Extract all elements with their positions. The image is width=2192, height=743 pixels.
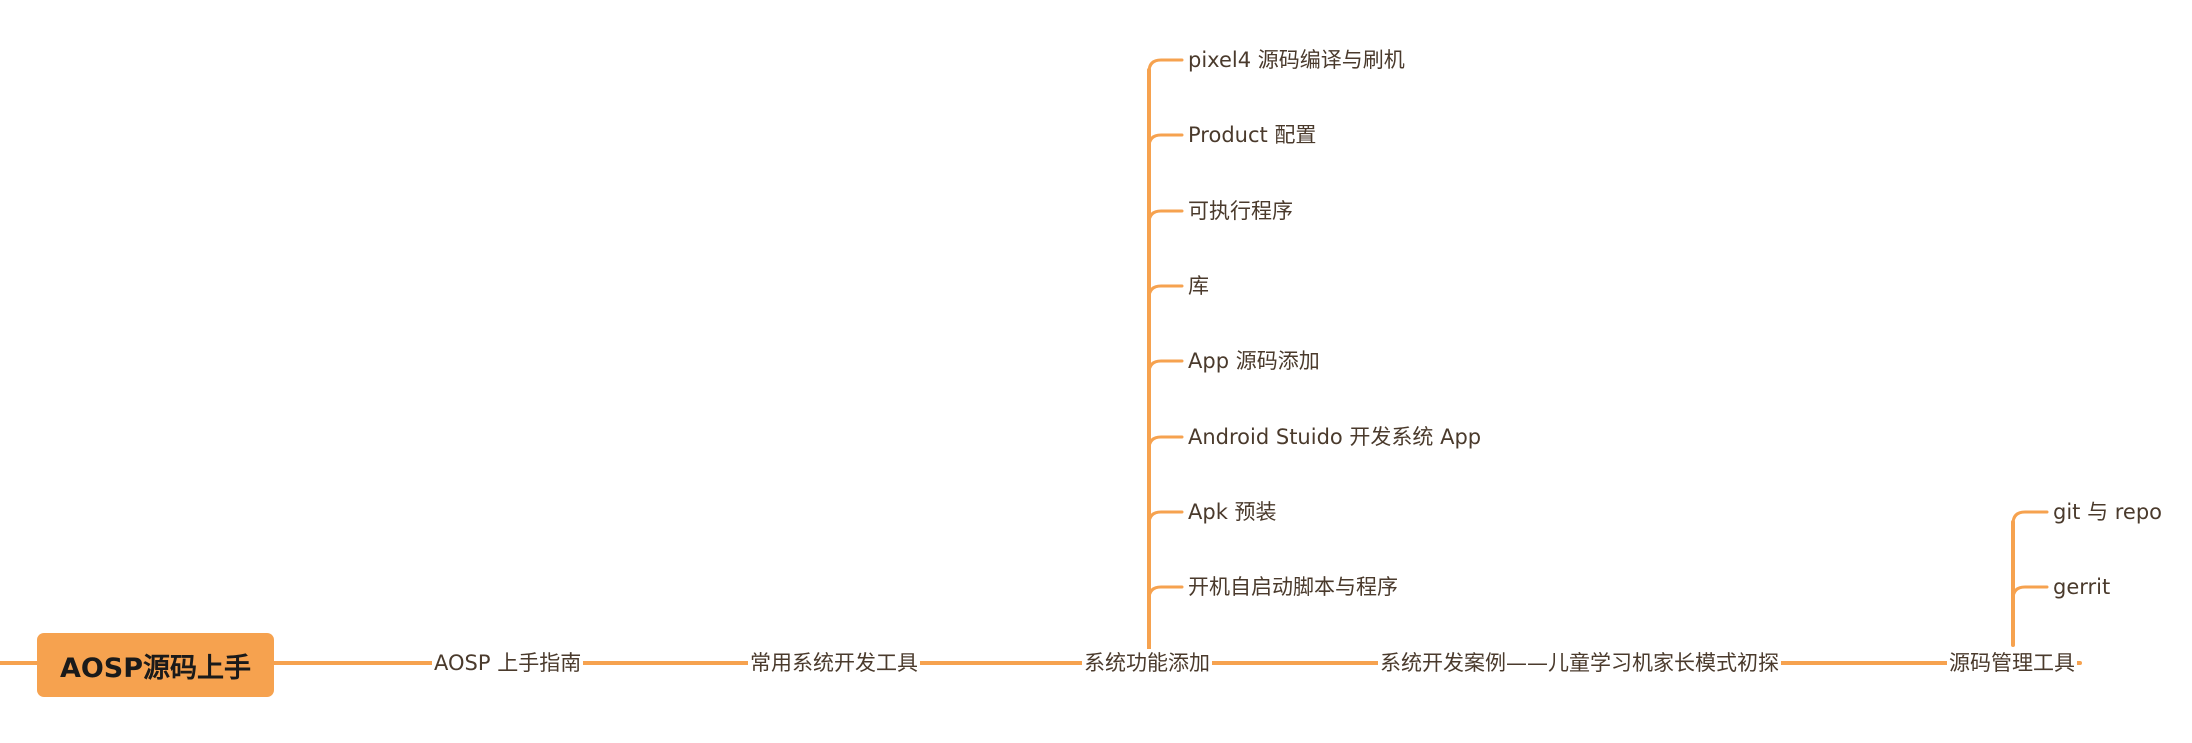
- topic-feature-add[interactable]: 系统功能添加: [1082, 649, 1212, 677]
- feature-branch-line: [1147, 359, 1184, 375]
- topic-aosp-guide[interactable]: AOSP 上手指南: [432, 649, 584, 677]
- subtopic-git-repo[interactable]: git 与 repo: [2051, 498, 2165, 526]
- feature-branch-line: [1147, 284, 1184, 300]
- subtopic-gerrit[interactable]: gerrit: [2051, 573, 2113, 601]
- source-branch-line: [2011, 585, 2049, 601]
- subtopic-app-source[interactable]: App 源码添加: [1186, 347, 1322, 375]
- subtopic-library[interactable]: 库: [1186, 272, 1211, 300]
- subtopic-android-studio-app[interactable]: Android Stuido 开发系统 App: [1186, 423, 1484, 451]
- subtopic-apk-preinstall[interactable]: Apk 预装: [1186, 498, 1279, 526]
- subtopic-executable[interactable]: 可执行程序: [1186, 197, 1295, 225]
- topic-dev-tools[interactable]: 常用系统开发工具: [748, 649, 920, 677]
- feature-branch-line: [1147, 133, 1184, 149]
- feature-branch-line: [1147, 435, 1184, 451]
- source-branch-line: [2011, 510, 2049, 526]
- topic-source-tools[interactable]: 源码管理工具: [1947, 649, 2077, 677]
- root-topic[interactable]: AOSP源码上手: [37, 633, 274, 697]
- subtopic-product-config[interactable]: Product 配置: [1186, 121, 1319, 149]
- feature-branch-line: [1147, 209, 1184, 225]
- feature-branch-line: [1147, 58, 1184, 74]
- root-topic-label: AOSP源码上手: [59, 652, 252, 684]
- feature-branch-line: [1147, 510, 1184, 526]
- subtopic-pixel4-build[interactable]: pixel4 源码编译与刷机: [1186, 46, 1407, 74]
- feature-branch-line: [1147, 585, 1184, 601]
- topic-dev-case[interactable]: 系统开发案例——儿童学习机家长模式初探: [1378, 649, 1781, 677]
- subtopic-boot-script[interactable]: 开机自启动脚本与程序: [1186, 573, 1400, 601]
